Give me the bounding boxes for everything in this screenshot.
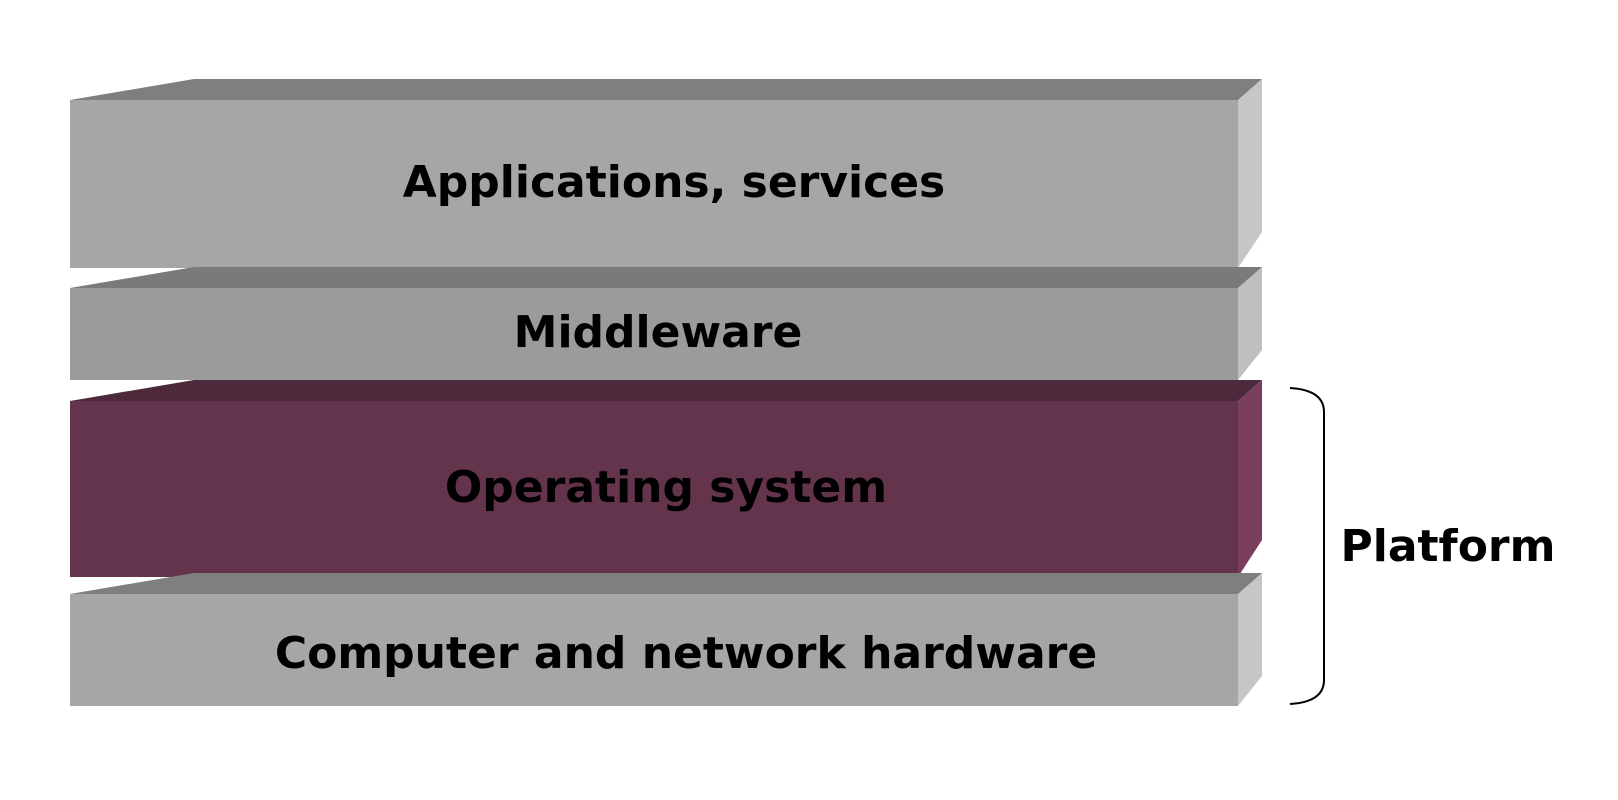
platform-label: Platform bbox=[1341, 521, 1556, 572]
layer-hardware-side bbox=[1238, 573, 1262, 706]
layer-hardware-front bbox=[70, 594, 1238, 706]
layer-applications-side bbox=[1238, 79, 1262, 268]
layer-middleware-side bbox=[1238, 267, 1262, 380]
layer-middleware-top bbox=[70, 267, 1262, 288]
layer-applications-front bbox=[70, 100, 1238, 268]
layer-applications-top bbox=[70, 79, 1262, 100]
layer-operating-system-top bbox=[70, 380, 1262, 401]
platform-brace-icon bbox=[1289, 387, 1325, 705]
layer-operating-system-side bbox=[1238, 380, 1262, 577]
layer-middleware-front bbox=[70, 288, 1238, 380]
platform-bracket: Platform bbox=[1289, 387, 1556, 705]
layer-operating-system: Operating system bbox=[70, 380, 1262, 577]
layer-hardware: Computer and network hardware bbox=[70, 573, 1262, 706]
layer-hardware-top bbox=[70, 573, 1262, 594]
layer-middleware: Middleware bbox=[70, 267, 1262, 380]
layer-applications-label: Applications, services bbox=[403, 157, 945, 208]
layer-operating-system-front bbox=[70, 401, 1238, 577]
layer-hardware-label: Computer and network hardware bbox=[275, 628, 1097, 679]
layer-operating-system-label: Operating system bbox=[445, 462, 887, 513]
layer-middleware-label: Middleware bbox=[514, 307, 803, 358]
layer-applications: Applications, services bbox=[70, 79, 1262, 268]
